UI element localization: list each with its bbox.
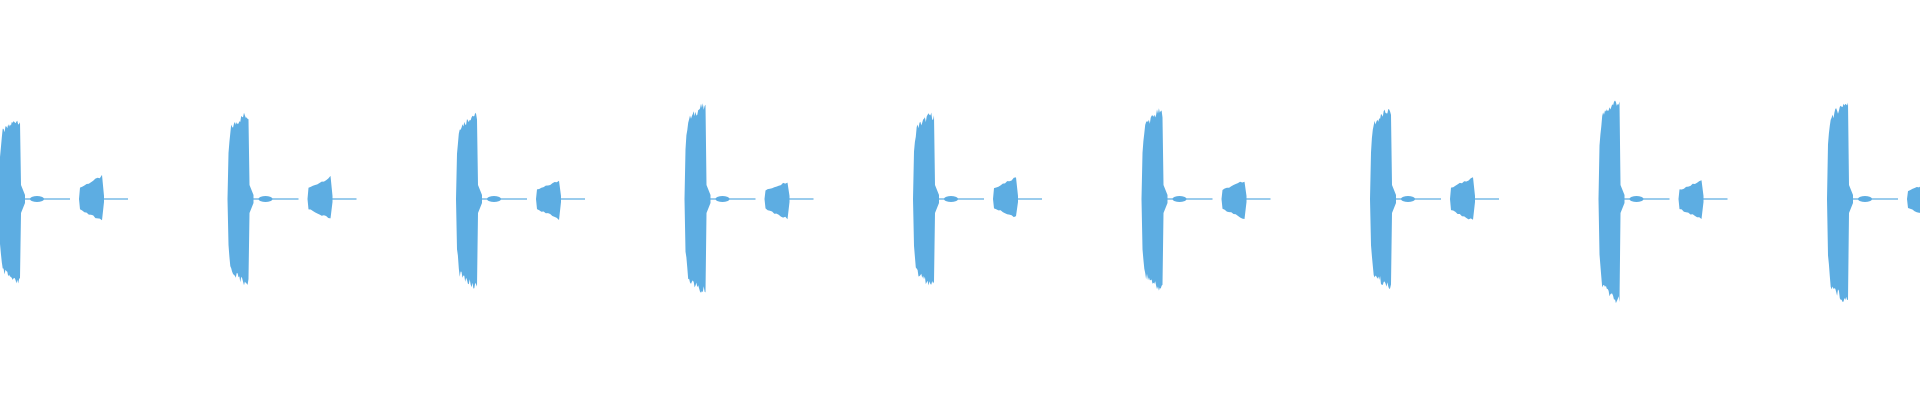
soft-burst xyxy=(1450,177,1475,220)
soft-burst xyxy=(536,180,561,220)
loud-burst xyxy=(227,112,254,286)
loud-burst xyxy=(1370,109,1396,289)
soft-burst xyxy=(307,175,333,219)
soft-burst xyxy=(1678,180,1704,219)
soft-burst xyxy=(993,177,1018,218)
loud-burst xyxy=(0,120,25,284)
soft-burst xyxy=(1907,186,1920,213)
loud-burst xyxy=(684,103,711,293)
soft-burst xyxy=(764,182,790,220)
waveform-bursts xyxy=(0,100,1920,304)
loud-burst xyxy=(1141,108,1168,291)
loud-burst xyxy=(1598,100,1625,304)
soft-burst xyxy=(79,174,104,221)
soft-burst xyxy=(1221,181,1247,219)
loud-burst xyxy=(1827,102,1853,302)
loud-burst xyxy=(913,112,939,286)
loud-burst xyxy=(456,112,482,289)
